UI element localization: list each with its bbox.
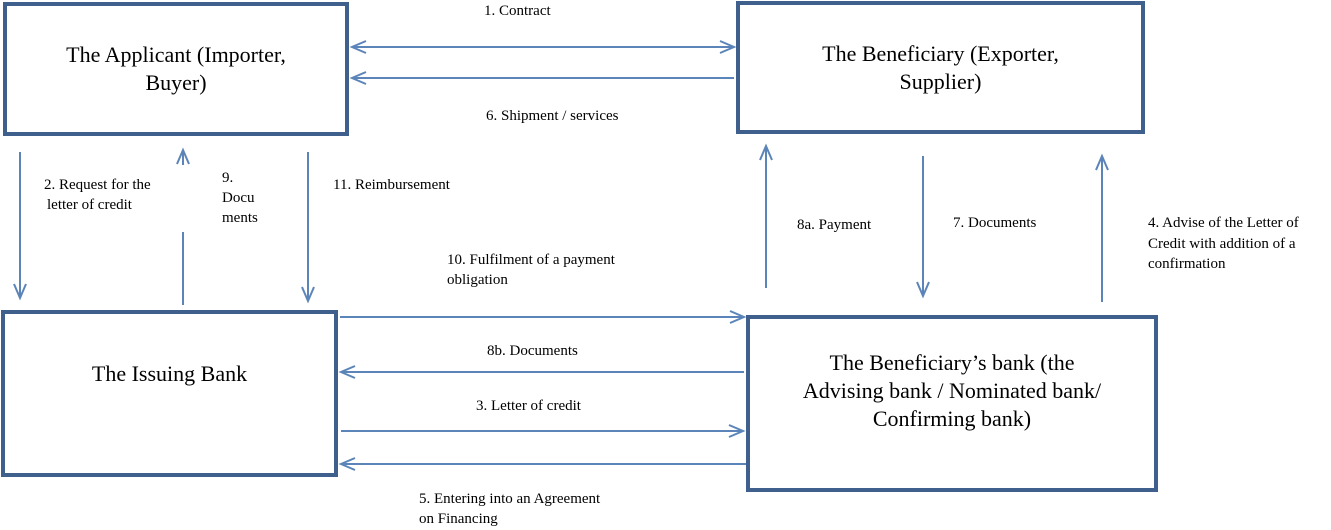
label-advise-line2: Credit with addition of a [1148,236,1296,252]
contract-arrow [349,40,737,54]
label-advise-line1: 4. Advise of the Letter of [1148,215,1299,231]
label-documents-7: 7. Documents [953,215,1037,231]
label-contract: 1. Contract [484,3,551,19]
request-arrow [13,152,27,301]
label-agreement-line2: on Financing [419,511,498,527]
letter-of-credit-arrow [341,424,746,438]
label-fulfilment-line1: 10. Fulfilment of a payment [447,252,615,268]
documents-8b-arrow [338,365,744,379]
beneficiary-title-line2: Supplier) [899,68,982,94]
payment-8a-arrow [759,143,773,288]
agreement-arrow [338,457,746,471]
applicant-title-line2: Buyer) [145,70,207,95]
shipment-arrow [349,71,734,85]
label-fulfilment-line2: obligation [447,272,508,288]
label-request-line1: 2. Request for the [44,177,151,193]
label-reimbursement: 11. Reimbursement [333,177,450,193]
label-advise-line3: confirmation [1148,256,1226,272]
advise-arrow [1095,153,1109,302]
label-shipment: 6. Shipment / services [486,108,619,124]
beneficiary-title-line1: The Beneficiary (Exporter, [822,40,1059,66]
issuing-bank-box: The Issuing Bank [1,310,338,477]
applicant-title-line1: The Applicant (Importer, [66,42,286,67]
fulfilment-arrow [340,310,747,324]
documents-7-arrow [916,156,930,299]
beneficiary-bank-title-line1: The Beneficiary’s bank (the [829,350,1075,375]
beneficiary-bank-box: The Beneficiary’s bank (the Advising ban… [746,315,1158,492]
label-documents-8b: 8b. Documents [487,343,578,359]
label-documents-9-line3: ments [222,210,258,226]
label-payment-8a: 8a. Payment [797,217,872,233]
label-documents-9-line1: 9. [222,170,234,186]
beneficiary-box: The Beneficiary (Exporter, Supplier) [736,1,1145,134]
label-request-line2: letter of credit [47,197,132,213]
applicant-box: The Applicant (Importer, Buyer) [3,2,349,136]
label-letter-of-credit: 3. Letter of credit [476,398,581,414]
beneficiary-bank-title-line2: Advising bank / Nominated bank/ [802,378,1102,403]
reimbursement-arrow [301,152,315,304]
beneficiary-bank-title-line3: Confirming bank) [872,406,1032,431]
documents-9-arrow [176,147,190,305]
label-documents-9-line2: Docu [222,190,255,206]
issuing-bank-title: The Issuing Bank [91,361,248,386]
label-agreement-line1: 5. Entering into an Agreement [419,491,601,507]
